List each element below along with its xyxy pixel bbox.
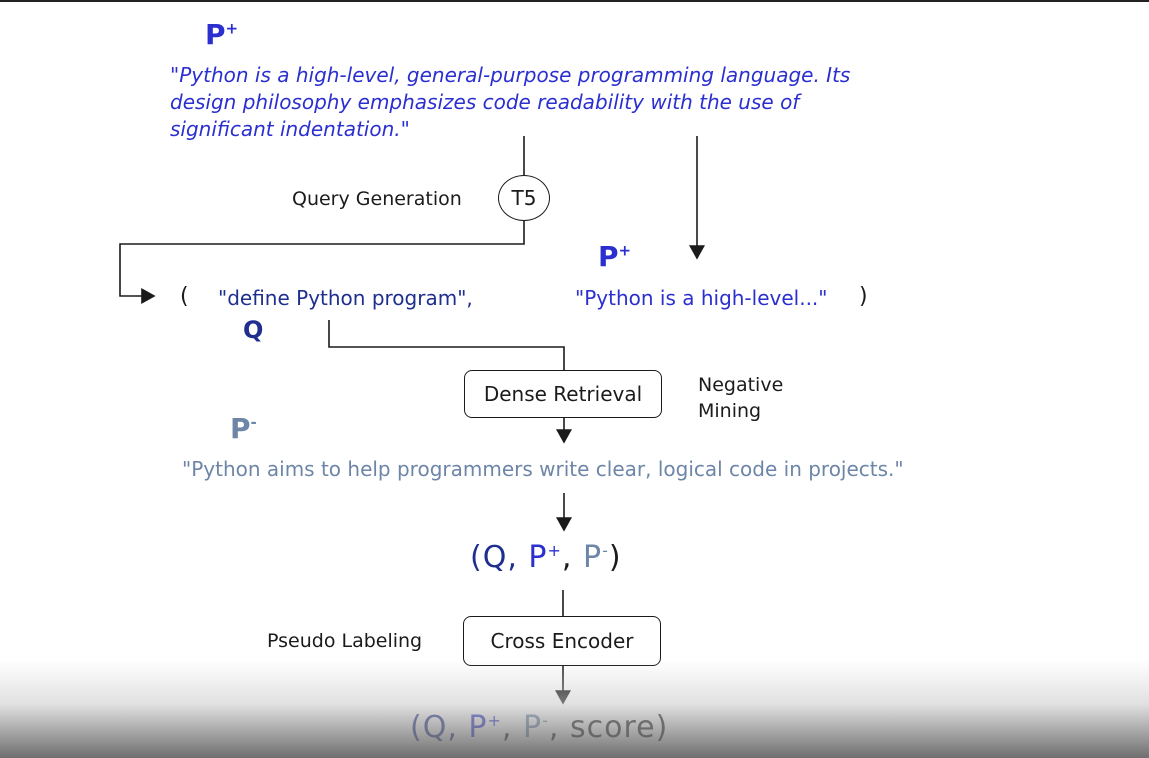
- pair-open-paren: (: [180, 284, 189, 309]
- line-t5-to-query: [119, 220, 525, 304]
- t5-model-node: T5: [498, 175, 550, 221]
- dense-retrieval-label: Dense Retrieval: [483, 382, 643, 406]
- negative-passage-label: P-: [230, 412, 257, 445]
- scored-score: score): [569, 710, 669, 745]
- pair-positive-label: P+: [598, 240, 632, 273]
- triplet-open: (Q,: [470, 540, 518, 575]
- t5-model-label: T5: [511, 186, 537, 210]
- line-query-to-dense-retrieval: [328, 320, 565, 370]
- scored-negative: P-: [523, 710, 549, 745]
- query-generation-label: Query Generation: [292, 188, 462, 210]
- scored-tuple: (Q, P+, P-, score): [410, 710, 669, 745]
- cross-encoder-label: Cross Encoder: [490, 629, 634, 653]
- top-border: [0, 0, 1149, 2]
- cross-encoder-box: Cross Encoder: [463, 616, 661, 666]
- positive-passage-label: P+: [205, 18, 239, 51]
- query-label: Q: [243, 316, 264, 344]
- pseudo-labeling-label: Pseudo Labeling: [267, 630, 423, 652]
- negative-passage-text: "Python aims to help programmers write c…: [182, 457, 904, 481]
- pair-close-paren: ): [859, 284, 868, 309]
- triplet: (Q, P+, P-): [470, 540, 622, 575]
- scored-open: (Q,: [410, 710, 458, 745]
- pair-positive-text: "Python is a high-level...": [575, 286, 828, 310]
- triplet-positive: P+: [528, 540, 562, 575]
- query-text: "define Python program",: [218, 286, 473, 310]
- dense-retrieval-box: Dense Retrieval: [464, 370, 662, 418]
- triplet-negative: P-: [583, 540, 609, 575]
- positive-passage-text: "Python is a high-level, general-purpose…: [170, 63, 851, 141]
- scored-positive: P+: [468, 710, 502, 745]
